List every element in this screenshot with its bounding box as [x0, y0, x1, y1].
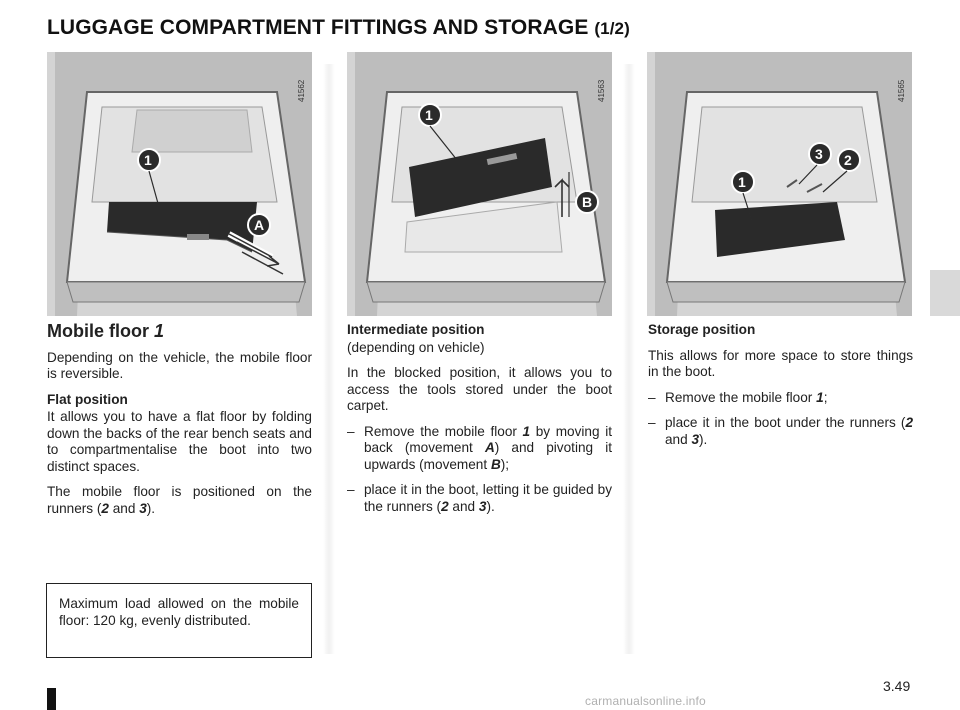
list-item: – place it in the boot, letting it be gu… [347, 482, 612, 514]
illustration-storage-position: 1 2 3 41565 [647, 52, 912, 316]
label-1: 1 [425, 107, 433, 123]
label-2-badge [837, 148, 861, 172]
flat-position-text: It allows you to have a flat floor by fo… [47, 409, 312, 474]
figure-ref: 41562 [297, 79, 306, 102]
watermark: carmanualsonline.info [585, 694, 706, 708]
illustration-intermediate-position: 1 B 41563 [347, 52, 612, 316]
label-1: 1 [738, 174, 746, 190]
column-mobile-floor: Mobile floor 1 Depending on the vehicle,… [47, 322, 312, 526]
label-3: 3 [815, 146, 823, 162]
label-b: B [582, 194, 592, 210]
max-load-note: Maximum load allowed on the mobile floor… [46, 583, 312, 658]
flat-position-heading: Flat position [47, 391, 128, 407]
list-item: – place it in the boot under the runners… [648, 415, 913, 447]
storage-heading: Storage position [648, 322, 756, 337]
illustration-flat-position: 1 A 41562 [47, 52, 312, 316]
flat-position-runners: The mobile floor is positioned on the ru… [47, 484, 312, 516]
list-item: – Remove the mobile floor 1; [648, 389, 828, 405]
chapter-tab [930, 270, 960, 316]
boot-drawing-storage: 1 2 3 [647, 52, 912, 316]
label-b-badge [575, 190, 599, 214]
column-divider [623, 64, 635, 654]
page-title-part: (1/2) [594, 19, 630, 38]
boot-drawing-flat: 1 A [47, 52, 312, 316]
column-divider [323, 64, 335, 654]
storage-text: This allows for more space to store thin… [648, 347, 913, 380]
boot-drawing-intermediate: 1 B [347, 52, 612, 316]
intro-text: Depending on the vehicle, the mobile flo… [47, 349, 312, 382]
section-heading-mobile-floor: Mobile floor 1 [47, 321, 165, 341]
intermediate-text: In the blocked position, it allows you t… [347, 365, 612, 413]
corner-marker [47, 688, 56, 710]
intermediate-subheading: (depending on vehicle) [347, 339, 485, 355]
label-2: 2 [844, 152, 852, 168]
column-storage-position: Storage position This allows for more sp… [648, 322, 913, 457]
figure-ref: 41565 [897, 79, 906, 102]
intermediate-heading: Intermediate position [347, 322, 485, 337]
label-1: 1 [144, 152, 152, 168]
page-title: LUGGAGE COMPARTMENT FITTINGS AND STORAGE… [47, 16, 630, 40]
figure-ref: 41563 [597, 79, 606, 102]
max-load-note-text: Maximum load allowed on the mobile floor… [59, 596, 299, 628]
label-a-badge [247, 213, 271, 237]
page-title-text: LUGGAGE COMPARTMENT FITTINGS AND STORAGE [47, 16, 589, 39]
label-a: A [254, 217, 264, 233]
page-number: 3.49 [883, 678, 911, 694]
label-3-badge [808, 142, 832, 166]
list-item: – Remove the mobile floor 1 by moving it… [347, 423, 612, 472]
column-intermediate-position: Intermediate position (depending on vehi… [347, 322, 612, 524]
